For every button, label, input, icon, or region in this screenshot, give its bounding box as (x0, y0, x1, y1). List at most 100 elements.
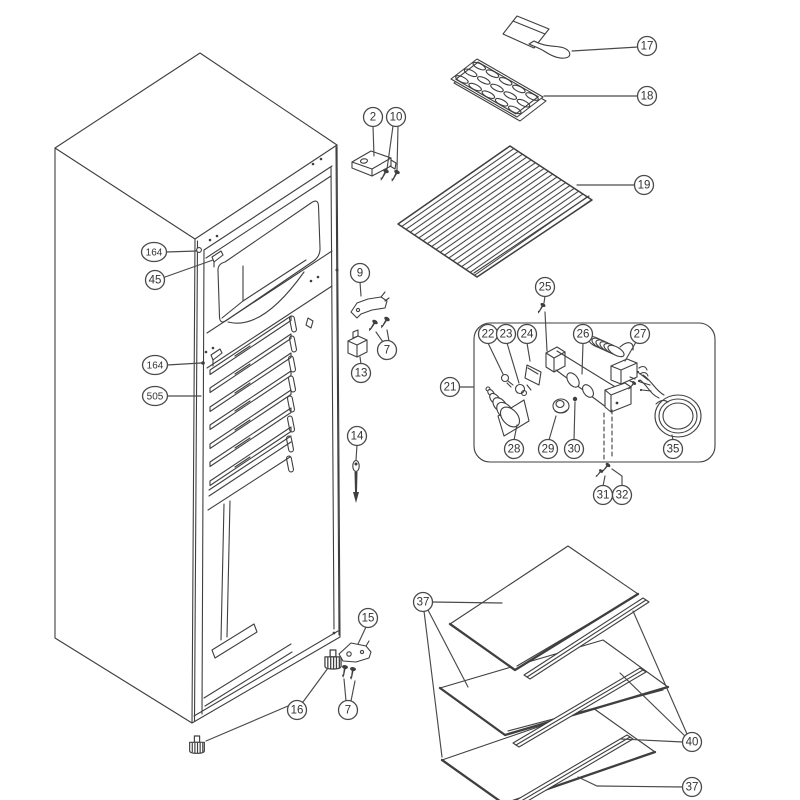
leader-line-25 (544, 311, 548, 352)
glass-shelf-part-37-bottom (440, 707, 657, 800)
cabinet-edges (54, 144, 338, 724)
leader-line-22 (487, 342, 504, 375)
callout-label-164: 164 (146, 248, 163, 259)
callout-label-15: 15 (362, 613, 375, 625)
lamp-part-22 (500, 373, 514, 388)
callout-balloon-29 (537, 438, 559, 460)
callout-label-35: 35 (667, 444, 680, 456)
lamp-switch-box-part-13 (347, 329, 368, 358)
callout-balloon-7 (337, 699, 359, 721)
callout-label-14: 14 (351, 431, 364, 443)
leader-line-26 (581, 342, 584, 375)
ice-cube-tray-part-18 (451, 59, 546, 121)
callout-balloon-23 (495, 323, 517, 345)
leader-line-10 (386, 125, 394, 170)
callout-balloon-30 (563, 438, 585, 460)
leader-line-7 (386, 329, 390, 342)
top-hinge-bracket-part-2 (351, 150, 397, 177)
callout-balloon-26 (572, 323, 594, 345)
ice-scraper-part-17 (502, 15, 571, 59)
leader-line-27 (624, 341, 637, 362)
callout-balloon-25 (534, 276, 556, 298)
clamp-part-23 (514, 383, 532, 397)
glass-shelf-part-37-top (448, 545, 640, 672)
frame-screw-holes (196, 157, 339, 635)
mounting-screws-part-31-32 (593, 409, 613, 479)
callout-balloon-164 (141, 354, 169, 376)
callout-balloon-19 (633, 174, 655, 196)
group-21-outline (473, 322, 716, 463)
callout-label-22: 22 (482, 329, 495, 341)
screw-part-30 (572, 396, 578, 402)
callout-balloon-40 (681, 731, 703, 753)
leader-line-45 (164, 259, 214, 278)
callout-label-164: 164 (147, 361, 164, 372)
leader-line-13 (359, 356, 362, 365)
leader-line-2 (372, 125, 375, 157)
leader-line-10 (396, 125, 399, 171)
callout-balloon-14 (346, 425, 368, 447)
leader-line-40 (632, 610, 688, 735)
callout-label-2: 2 (370, 112, 376, 124)
grommet-part-29 (552, 398, 570, 414)
callout-balloon-21 (439, 376, 461, 398)
leader-line-7 (375, 331, 384, 343)
latch-part-164-target (210, 348, 223, 361)
callout-balloon-24 (516, 323, 538, 345)
thermostat-assembly-part-26 (545, 346, 632, 413)
relay-part-27 (610, 358, 649, 392)
callout-label-21: 21 (444, 382, 457, 394)
callout-label-13: 13 (355, 368, 368, 380)
power-cord-part-35 (636, 370, 702, 438)
callout-label-27: 27 (634, 329, 647, 341)
leader-line-7 (350, 680, 356, 702)
leader-line-32 (611, 468, 623, 487)
callout-label-16: 16 (291, 705, 304, 717)
callout-label-23: 23 (500, 329, 513, 341)
callout-label-37: 37 (686, 782, 699, 794)
shelf-trim-part-40-middle (512, 667, 647, 748)
callout-label-9: 9 (357, 268, 363, 280)
callout-balloon-17 (636, 35, 658, 57)
leader-line-28 (513, 424, 518, 441)
freezer-compartment-opening (205, 175, 333, 369)
leader-line-31 (602, 475, 606, 487)
leader-line-7 (343, 678, 347, 702)
leader-line-29 (548, 415, 557, 441)
callout-balloon-37 (412, 591, 434, 613)
bottom-hinge-part-15 (338, 640, 372, 663)
label-plate-part-24 (524, 364, 542, 386)
callout-balloon-505 (141, 385, 169, 407)
leader-line-37 (431, 601, 503, 604)
drain-bellows-part-28 (485, 386, 530, 437)
callout-label-29: 29 (542, 444, 555, 456)
callout-label-24: 24 (521, 329, 534, 341)
callout-label-45: 45 (149, 275, 162, 287)
leader-line-37 (427, 609, 469, 688)
callout-label-30: 30 (568, 444, 581, 456)
callout-label-17: 17 (641, 41, 654, 53)
leader-line-30 (573, 401, 576, 441)
callout-label-40: 40 (686, 737, 699, 749)
leader-line-15 (357, 626, 367, 645)
leader-line-40 (619, 672, 687, 738)
glass-shelf-part-37-middle (438, 639, 670, 737)
leader-line-24 (526, 342, 531, 362)
callout-label-10: 10 (390, 112, 403, 124)
frame-cutout (305, 317, 314, 329)
callout-label-25: 25 (539, 282, 552, 294)
leader-line-9 (359, 281, 362, 297)
leader-line-37 (577, 776, 684, 788)
leader-line-16 (205, 705, 289, 742)
callout-balloon-10 (385, 106, 407, 128)
callout-label-19: 19 (638, 180, 651, 192)
refrigerator-cabinet (54, 52, 342, 754)
callout-balloon-15 (357, 607, 379, 629)
callout-balloon-13 (350, 362, 372, 384)
leader-line-40 (620, 738, 684, 743)
callout-balloon-18 (636, 85, 658, 107)
callout-label-18: 18 (641, 91, 654, 103)
